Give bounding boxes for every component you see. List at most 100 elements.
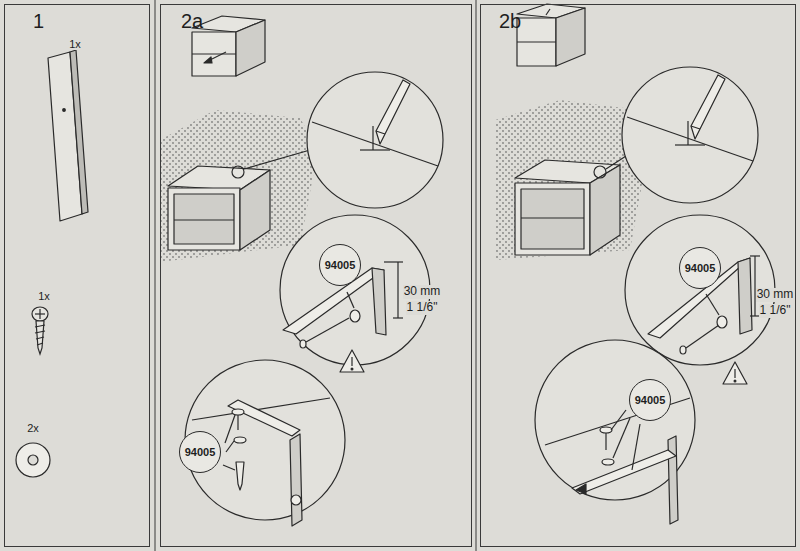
washer-icon xyxy=(28,455,38,465)
cabinet-drawing xyxy=(232,166,244,178)
cabinet-drawing xyxy=(515,183,590,255)
cabinet-drawing xyxy=(546,9,550,15)
bracket-detail xyxy=(306,318,349,342)
callout-number: 94005 xyxy=(635,395,666,406)
cabinet-drawing xyxy=(244,150,310,169)
fixing-detail xyxy=(225,415,235,443)
bracket-detail xyxy=(723,362,747,384)
dimension-label: 1 1/6" xyxy=(759,304,792,317)
detail-circle xyxy=(360,149,390,150)
dimension-label: 30 mm xyxy=(756,288,795,301)
washer-icon xyxy=(16,443,50,477)
cabinet-drawing xyxy=(174,219,234,220)
screw-icon xyxy=(32,307,48,354)
cabinet-drawing xyxy=(590,165,620,255)
part-callout: 94005 xyxy=(319,244,362,287)
detail-circle xyxy=(691,126,700,129)
callout-number: 94005 xyxy=(685,263,716,274)
cabinet-drawing xyxy=(192,32,236,76)
detail-circle xyxy=(307,72,443,208)
bracket-detail xyxy=(350,310,360,322)
fixing-detail xyxy=(602,459,614,465)
cabinet-drawing xyxy=(556,8,585,66)
screw-icon xyxy=(35,325,45,327)
bracket-detail xyxy=(648,258,750,338)
bracket-detail xyxy=(738,258,752,334)
cabinet-drawing xyxy=(517,41,556,42)
cabinet-drawing xyxy=(236,20,265,76)
fixing-detail xyxy=(291,495,301,505)
bracket-detail xyxy=(717,316,727,328)
bracket-detail xyxy=(372,268,386,335)
step-number: 2a xyxy=(181,11,203,31)
bracket-detail xyxy=(340,350,364,372)
fixing-detail xyxy=(232,409,244,415)
bracket-detail xyxy=(754,256,755,316)
panel-divider xyxy=(476,0,477,551)
fixing-detail xyxy=(223,465,235,470)
quantity-label: 1x xyxy=(68,38,82,50)
fixing-detail xyxy=(236,462,244,490)
step-number: 2b xyxy=(499,11,521,31)
fixing-detail xyxy=(572,450,676,494)
shelf-board xyxy=(70,50,88,214)
screw-icon xyxy=(36,321,44,354)
shelf-board xyxy=(48,50,88,221)
cabinet-drawing xyxy=(168,188,240,250)
bracket-detail xyxy=(347,292,354,308)
dimension-label: 30 mm xyxy=(403,285,442,298)
fixing-detail xyxy=(613,418,630,458)
detail-circle xyxy=(307,72,443,208)
detail-circle xyxy=(376,80,410,144)
bracket-detail xyxy=(680,346,686,354)
bracket-detail xyxy=(300,340,306,348)
fixing-detail xyxy=(234,437,246,443)
screw-icon xyxy=(35,331,45,333)
cabinet-drawing xyxy=(168,16,310,250)
quantity-label: 2x xyxy=(26,422,40,434)
panel-divider xyxy=(155,0,476,551)
detail-circle xyxy=(376,131,385,134)
step-panel: 2b 94005 94005 xyxy=(480,4,796,547)
detail-circle xyxy=(627,117,753,161)
cabinet-drawing xyxy=(521,189,584,249)
fixing-detail xyxy=(600,427,612,433)
washer-icon xyxy=(16,443,50,477)
part-callout: 94005 xyxy=(629,379,672,422)
step-panel: 1 xyxy=(4,4,150,547)
fixing-detail xyxy=(228,400,300,436)
detail-circle xyxy=(691,75,725,139)
detail-circle xyxy=(687,121,688,145)
part-callout: 94005 xyxy=(679,247,722,290)
screw-icon xyxy=(37,343,43,345)
panel-divider xyxy=(155,0,156,551)
bracket-detail xyxy=(734,380,736,382)
callout-number: 94005 xyxy=(185,447,216,458)
bracket-detail xyxy=(734,369,735,378)
detail-circle xyxy=(675,144,705,145)
bracket-detail xyxy=(686,325,719,348)
bracket-detail xyxy=(397,262,398,318)
cabinet-drawing xyxy=(521,217,584,218)
screw-icon xyxy=(39,309,40,319)
fixing-detail xyxy=(237,415,238,430)
cabinet-drawing xyxy=(594,166,606,178)
quantity-label: 1x xyxy=(37,290,51,302)
cabinet-drawing xyxy=(606,156,626,169)
cabinet-drawing xyxy=(515,4,626,255)
fixing-detail xyxy=(632,424,640,470)
detail-circle xyxy=(312,122,438,166)
detail-circle xyxy=(622,67,758,203)
wall-hatch xyxy=(160,110,318,262)
fixing-detail xyxy=(611,410,626,430)
fixing-detail xyxy=(605,433,606,450)
shelf-board xyxy=(63,109,66,112)
bracket-detail xyxy=(706,294,719,315)
part-callout: 94005 xyxy=(179,431,222,474)
cabinet-drawing xyxy=(240,170,270,250)
fixing-detail xyxy=(668,436,678,524)
cabinet-drawing xyxy=(204,57,212,63)
bracket-detail xyxy=(351,368,353,370)
cabinet-drawing xyxy=(192,53,236,54)
